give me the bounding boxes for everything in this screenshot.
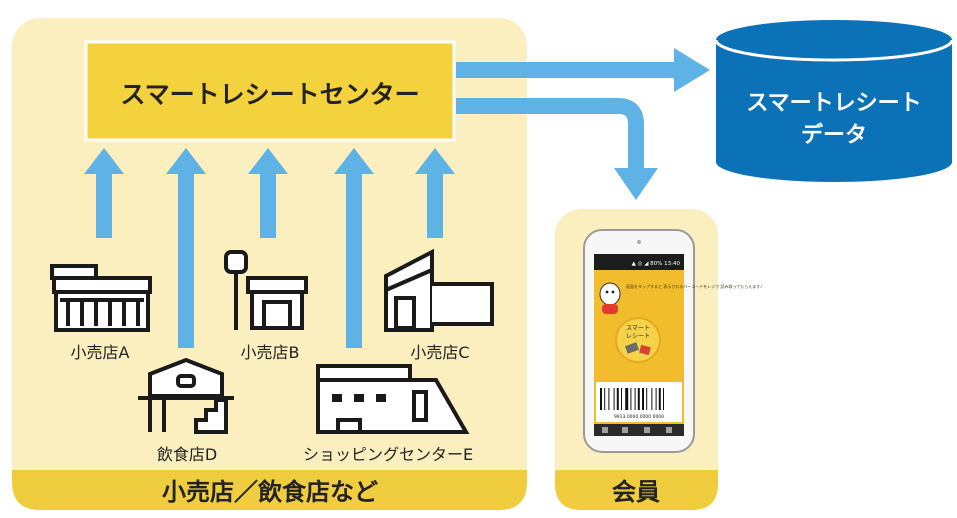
store-a-label: 小売店A xyxy=(71,343,130,362)
store-e-label: ショッピングセンターE xyxy=(303,445,473,464)
stores-footer-label: 小売店／飲食店など xyxy=(162,478,378,506)
database-label-line1: スマートレシート xyxy=(746,91,921,116)
shopping-center-e-icon xyxy=(316,364,470,434)
phone-status-bar: ▲ ◎ ◢ 80% 13:40 xyxy=(632,261,681,267)
barcode-bar xyxy=(651,388,653,410)
barcode-bar xyxy=(616,388,619,410)
restaurant-d-icon xyxy=(138,357,234,434)
receipt-hand-icon xyxy=(624,342,651,356)
member-panel-footer xyxy=(555,470,718,510)
center-box xyxy=(84,40,456,142)
retail-store-b-icon xyxy=(224,250,308,330)
barcode-bar xyxy=(608,388,610,410)
barcode-bar xyxy=(634,388,636,410)
barcode-bar xyxy=(630,388,632,410)
barcode-bar xyxy=(658,388,661,410)
database-cylinder xyxy=(714,20,954,182)
barcode-bar xyxy=(646,388,648,410)
barcode xyxy=(600,388,664,410)
up-arrow-store-c xyxy=(415,148,455,238)
store-b-label: 小売店B xyxy=(241,343,300,362)
barcode-bar xyxy=(613,388,615,410)
up-arrow-store-b xyxy=(248,148,288,238)
smartphone: ▲ ◎ ◢ 80% 13:40 画面をタップすると 表示されるバーコードをレジで… xyxy=(583,229,763,453)
barcode-bar xyxy=(637,388,640,410)
database-label-line2: データ xyxy=(801,122,867,148)
up-arrow-store-a xyxy=(84,148,124,238)
member-footer-label: 会員 xyxy=(612,478,660,506)
barcode-bar xyxy=(655,388,657,410)
up-arrow-store-d xyxy=(166,148,206,348)
app-logo-line1: スマート xyxy=(626,325,650,332)
arrow-to-member xyxy=(456,98,658,200)
mascot-icon xyxy=(599,282,621,314)
stores-panel-footer xyxy=(12,470,527,510)
store-d-label: 飲食店D xyxy=(157,445,217,464)
barcode-bar xyxy=(621,388,622,410)
phone-speaker-icon xyxy=(637,240,641,244)
barcode-number: 9913 0000 0000 0000 xyxy=(614,414,664,420)
barcode-bar xyxy=(600,388,602,410)
barcode-bar xyxy=(663,388,664,410)
arrow-to-database xyxy=(456,48,710,92)
retail-store-a-icon xyxy=(50,264,152,332)
app-logo-line2: レシート xyxy=(626,333,650,340)
store-c-label: 小売店C xyxy=(410,343,469,362)
shopping-center-e-windows xyxy=(332,394,386,402)
retail-store-c-icon xyxy=(384,248,494,332)
barcode-bar xyxy=(642,388,644,410)
barcode-bar xyxy=(604,388,606,410)
center-label: スマートレシートセンター xyxy=(120,80,419,109)
barcode-bar xyxy=(625,388,629,410)
phone-nav-icons xyxy=(602,427,672,433)
up-arrow-store-e xyxy=(334,148,374,348)
phone-speech-text: 画面をタップすると 表示されるバーコードをレジで 読み取ってもらえます♪ xyxy=(626,283,763,289)
